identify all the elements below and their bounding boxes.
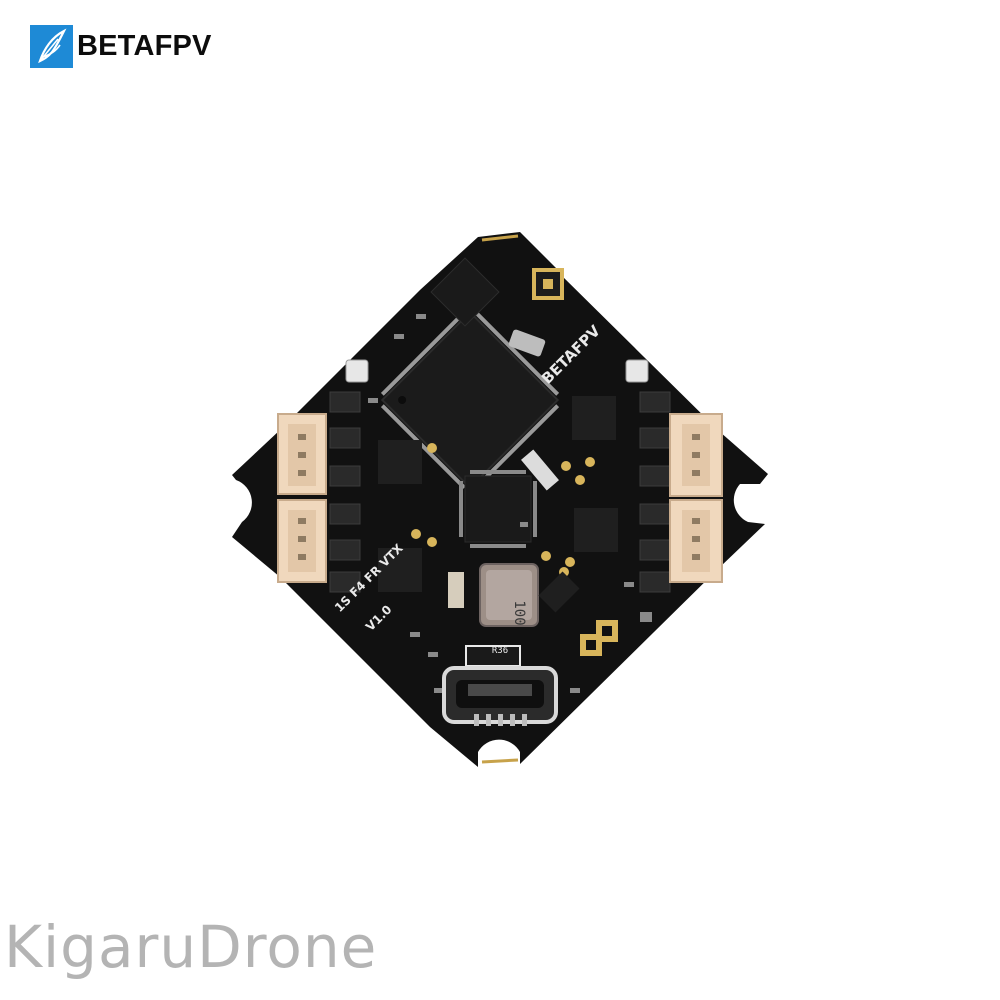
flight-controller-board: BETAFPV 1S F4 FR VTX V1.0 100 R36 xyxy=(220,222,780,778)
motor-connector-right-bottom xyxy=(669,499,723,583)
inductor-marking: 100 xyxy=(511,600,527,626)
brand-logo: BETAFPV xyxy=(30,24,212,68)
resistor-marking: R36 xyxy=(491,646,509,656)
motor-connector-left-bottom xyxy=(277,499,327,583)
motor-connector-left-top xyxy=(277,413,327,495)
watermark-text: KigaruDrone xyxy=(4,913,378,981)
feather-icon xyxy=(30,24,73,68)
brand-name: BETAFPV xyxy=(77,30,212,62)
usb-port-icon xyxy=(442,666,558,726)
motor-connector-right-top xyxy=(669,413,723,497)
